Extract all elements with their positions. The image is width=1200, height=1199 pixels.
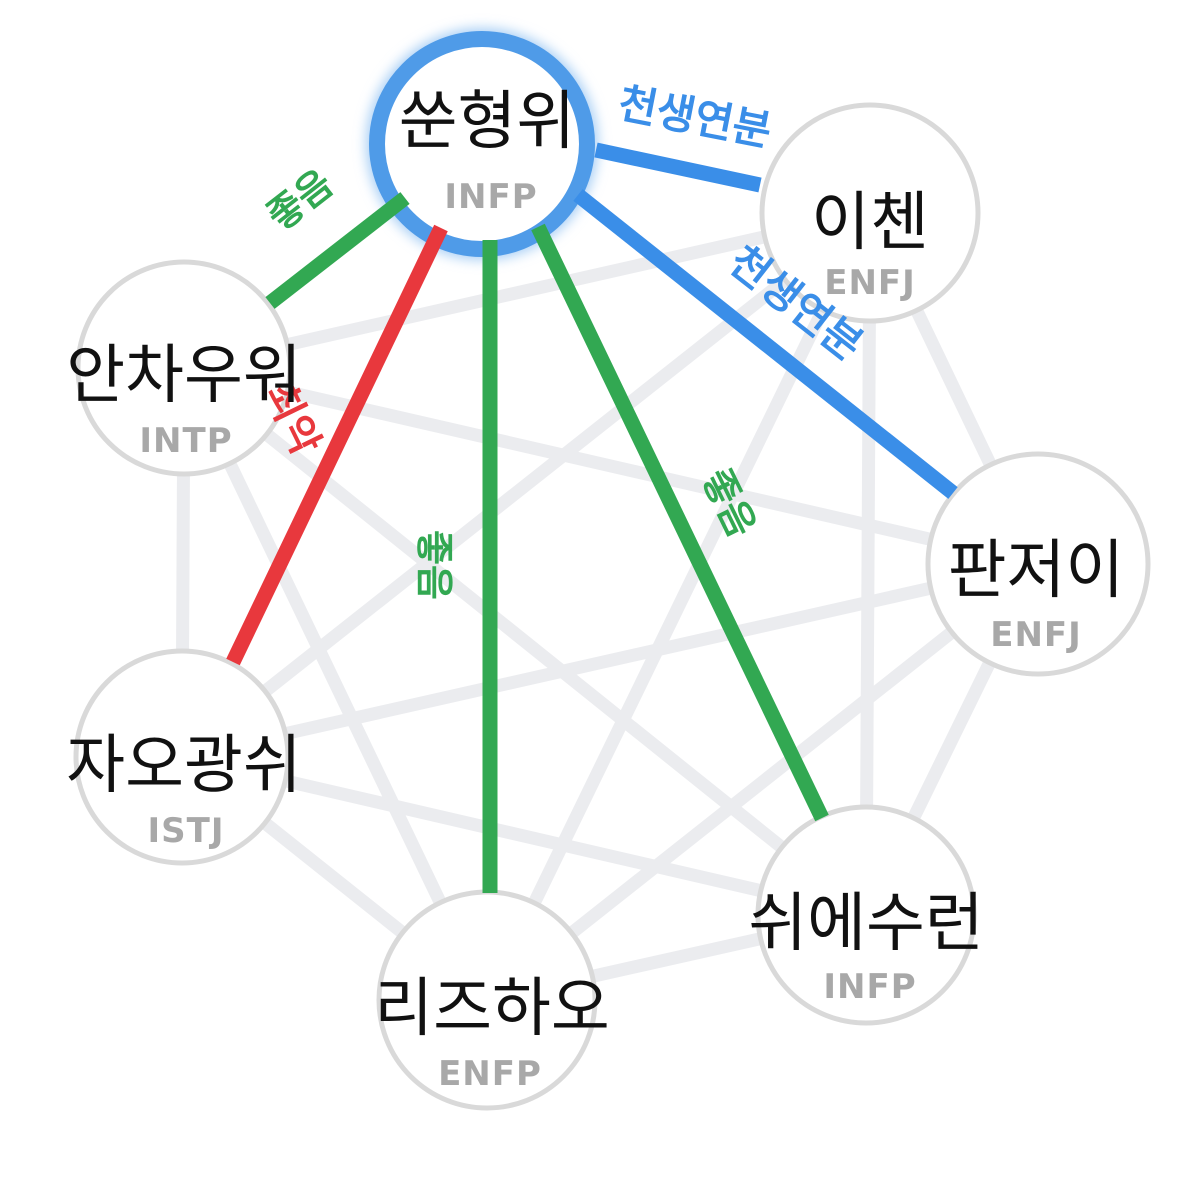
edge-label-n3: 좋음 bbox=[694, 462, 764, 544]
background-edge-n1-n4 bbox=[480, 206, 877, 1007]
node-name-n6: 안차우워 bbox=[66, 339, 302, 413]
node-mbti-n4: ENFP bbox=[438, 1054, 542, 1094]
edge-label-n1: 천생연분 bbox=[614, 78, 775, 156]
background-edge-n1-n6 bbox=[177, 206, 877, 375]
background-edge-n3-n5 bbox=[175, 750, 873, 922]
node-name-n4: 리즈하오 bbox=[374, 972, 610, 1046]
edge-label-n6: 좋음 bbox=[259, 161, 341, 239]
node-mbti-center: INFP bbox=[444, 177, 537, 217]
node-mbti-n5: ISTJ bbox=[148, 811, 225, 851]
edge-bad-n5 bbox=[226, 224, 448, 666]
edge-good-n6 bbox=[265, 192, 410, 309]
node-mbti-n3: INFP bbox=[823, 967, 916, 1007]
relationship-edges bbox=[226, 142, 958, 893]
node-name-n2: 판저이 bbox=[948, 534, 1125, 608]
node-n6[interactable] bbox=[75, 259, 293, 477]
node-name-n3: 쉬에수런 bbox=[748, 887, 984, 961]
node-mbti-n1: ENFJ bbox=[824, 263, 916, 303]
background-edge-n2-n4 bbox=[480, 557, 1045, 1007]
node-name-center: 쑨형위 bbox=[399, 85, 576, 159]
background-edge-n3-n6 bbox=[177, 361, 873, 922]
edge-label-n4: 좋음 bbox=[412, 530, 456, 600]
edge-destined-n1 bbox=[594, 142, 762, 193]
background-edge-n4-n6 bbox=[177, 361, 494, 1007]
edge-destined-n2 bbox=[573, 189, 958, 499]
node-mbti-n6: INTP bbox=[139, 421, 232, 461]
center-node-center[interactable] bbox=[369, 31, 595, 257]
background-edge-n2-n5 bbox=[175, 557, 1045, 764]
node-name-n1: 이첸 bbox=[811, 186, 929, 260]
background-edge-n2-n6 bbox=[177, 361, 1045, 571]
background-edge-n1-n3 bbox=[859, 206, 877, 922]
background-edge-n1-n5 bbox=[175, 206, 877, 764]
node-mbti-n2: ENFJ bbox=[990, 615, 1082, 655]
node-n5[interactable] bbox=[73, 648, 291, 866]
node-n3[interactable] bbox=[755, 804, 977, 1026]
edge-good-n3 bbox=[531, 223, 829, 822]
node-n1[interactable] bbox=[759, 102, 981, 324]
node-name-n5: 자오광쉬 bbox=[66, 729, 302, 803]
nodes bbox=[73, 28, 1151, 1111]
node-n2[interactable] bbox=[925, 451, 1151, 677]
